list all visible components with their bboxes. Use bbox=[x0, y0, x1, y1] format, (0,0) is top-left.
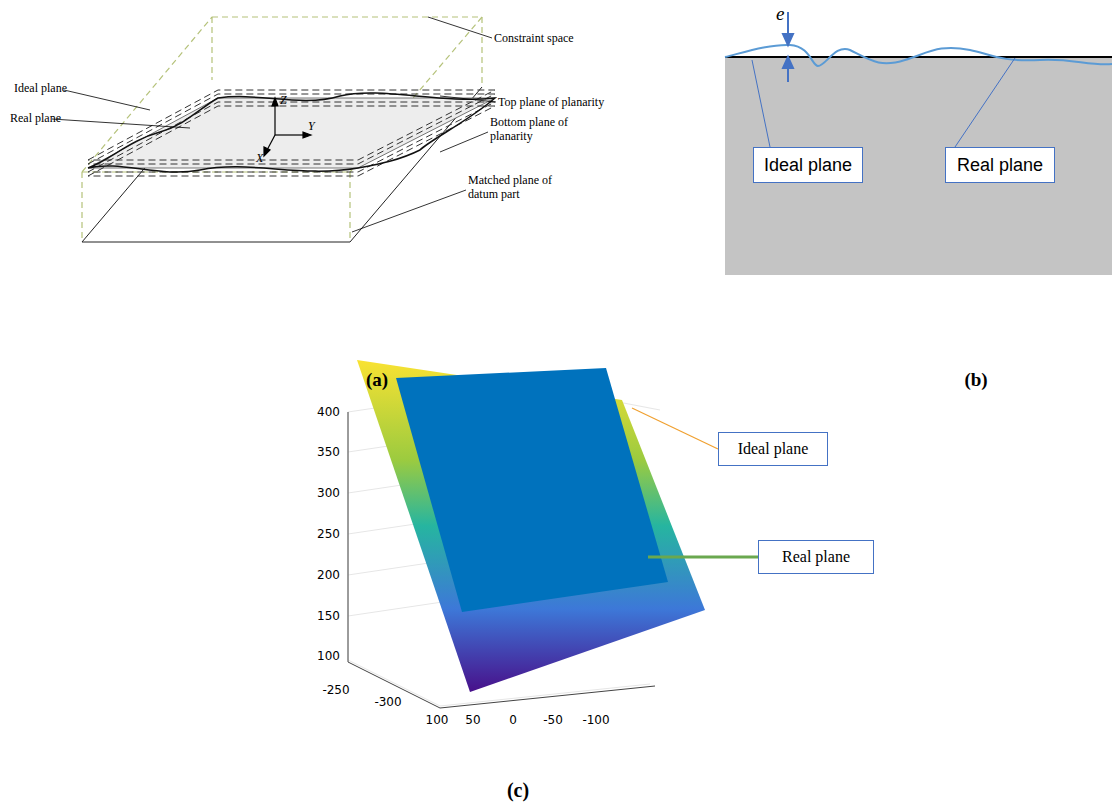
label: X bbox=[256, 151, 263, 166]
label: 200 bbox=[317, 568, 340, 582]
deviation-arrows bbox=[783, 12, 793, 82]
ideal-plane-surface bbox=[357, 360, 705, 692]
planarity-planes bbox=[88, 90, 495, 176]
box-text: Real plane bbox=[782, 548, 850, 566]
label: 300 bbox=[317, 486, 340, 500]
label: -100 bbox=[582, 713, 609, 727]
label: Y bbox=[308, 119, 315, 134]
label: -300 bbox=[374, 695, 401, 709]
label: Top plane of planarity bbox=[498, 95, 604, 110]
label: Matched plane of datum part bbox=[468, 174, 578, 202]
label: (a) bbox=[366, 369, 388, 391]
ideal-plane-fill bbox=[88, 98, 495, 168]
label: 250 bbox=[317, 527, 340, 541]
label-box: Ideal plane bbox=[718, 432, 828, 466]
label: Bottom plane of planarity bbox=[490, 116, 600, 144]
leader-lines bbox=[752, 58, 1015, 147]
label: -250 bbox=[322, 683, 349, 697]
real-plane-curve bbox=[88, 93, 495, 172]
label: 100 bbox=[317, 649, 340, 663]
box-text: Ideal plane bbox=[764, 155, 852, 176]
label-box: Real plane bbox=[758, 540, 874, 574]
label: Constraint space bbox=[494, 31, 574, 46]
label: Z bbox=[280, 93, 287, 108]
label: (b) bbox=[964, 369, 987, 391]
label-box: Ideal plane bbox=[753, 147, 863, 183]
label: Ideal plane bbox=[14, 81, 67, 96]
label: 150 bbox=[317, 609, 340, 623]
label: 350 bbox=[317, 445, 340, 459]
material-block bbox=[725, 57, 1112, 275]
label: 100 bbox=[426, 713, 449, 727]
label: -50 bbox=[543, 713, 563, 727]
label: Real plane bbox=[10, 111, 61, 126]
box-text: Real plane bbox=[957, 155, 1043, 176]
label-box: Real plane bbox=[945, 147, 1055, 183]
leader-line bbox=[632, 408, 718, 449]
label: (c) bbox=[507, 779, 529, 802]
leader-lines bbox=[52, 17, 496, 232]
label: 0 bbox=[509, 713, 517, 727]
leader-line bbox=[648, 556, 758, 559]
label: e bbox=[776, 3, 784, 25]
label: 50 bbox=[465, 713, 480, 727]
label: 400 bbox=[317, 405, 340, 419]
box-text: Ideal plane bbox=[738, 440, 809, 458]
real-curve bbox=[725, 45, 1112, 66]
real-plane-points bbox=[396, 368, 668, 612]
axes bbox=[264, 98, 311, 156]
